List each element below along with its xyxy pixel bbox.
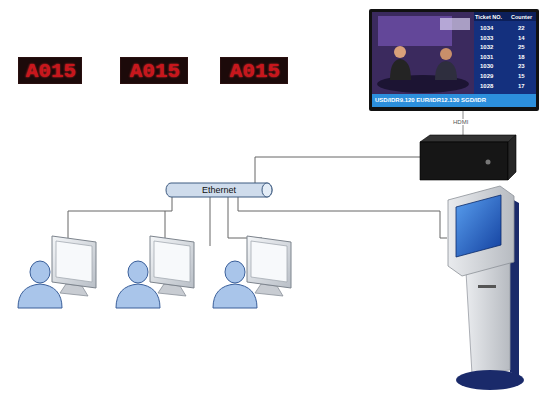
media-player-top: [420, 135, 516, 142]
table-cell: 17: [518, 83, 525, 89]
ticket-slot: [478, 285, 496, 288]
kiosk-screen: [456, 195, 501, 257]
media-player-side: [508, 135, 516, 180]
network-wire: [165, 211, 166, 238]
kiosk-column: [466, 260, 510, 374]
guest-body: [435, 61, 457, 80]
table-cell: 1031: [480, 54, 493, 60]
table-cell: 18: [518, 54, 525, 60]
pc-terminal: [18, 236, 96, 308]
led-display: A015: [18, 57, 82, 84]
tv-bezel: [369, 9, 539, 111]
table-cell: 23: [518, 63, 525, 69]
table-cell: 1032: [480, 44, 493, 50]
tv-picture: [372, 12, 474, 94]
media-player-front: [420, 142, 508, 180]
tv-screen: Ticket NO. Counter 1034 22 1033 14 1032 25 1031 1…: [372, 12, 536, 108]
table-cell: 1028: [480, 83, 493, 89]
tv-ticker-bar: [372, 94, 536, 107]
table-cell: 1034: [480, 25, 493, 31]
guest-head: [440, 48, 452, 60]
table-cell: 1029: [480, 73, 493, 79]
table-header: Counter: [511, 15, 532, 21]
pc-terminal: [116, 236, 194, 308]
presenter-body: [390, 59, 411, 80]
bus-end: [262, 183, 272, 197]
table-cell: 1030: [480, 63, 493, 69]
led-display: A015: [220, 57, 288, 84]
presenter-head: [394, 46, 406, 58]
pc-terminal: [213, 236, 291, 308]
table-cell: 15: [518, 73, 525, 79]
table-header: Ticket NO.: [475, 15, 502, 21]
bus-body: [166, 183, 272, 197]
ticket-number: A015: [221, 61, 289, 82]
ethernet-bus: Ethernet: [165, 182, 273, 198]
ticket-number: A015: [121, 61, 189, 82]
network-wire: [210, 197, 211, 246]
table-cell: 22: [518, 25, 525, 31]
network-wire: [255, 157, 421, 183]
kiosk-head: [448, 186, 514, 276]
led-display: A015: [120, 57, 188, 84]
table-cell: 1033: [480, 35, 493, 41]
network-wire: [228, 197, 262, 238]
network-wire: [68, 197, 172, 238]
studio-logo: [440, 18, 470, 30]
ticker-text: USD/IDR9.120 EUR/IDR12.130 SGD/IDR: [375, 97, 486, 103]
ticket-number: A015: [19, 61, 83, 82]
bus-label: Ethernet: [165, 186, 273, 195]
table-cell: 14: [518, 35, 525, 41]
network-wire: [238, 197, 447, 238]
queue-table-header: [474, 12, 536, 21]
media-player-button: [486, 160, 491, 165]
table-cell: 25: [518, 44, 525, 50]
port-label: HDMI: [452, 119, 469, 125]
queue-table-panel: [474, 12, 536, 94]
kiosk-base: [456, 370, 524, 390]
